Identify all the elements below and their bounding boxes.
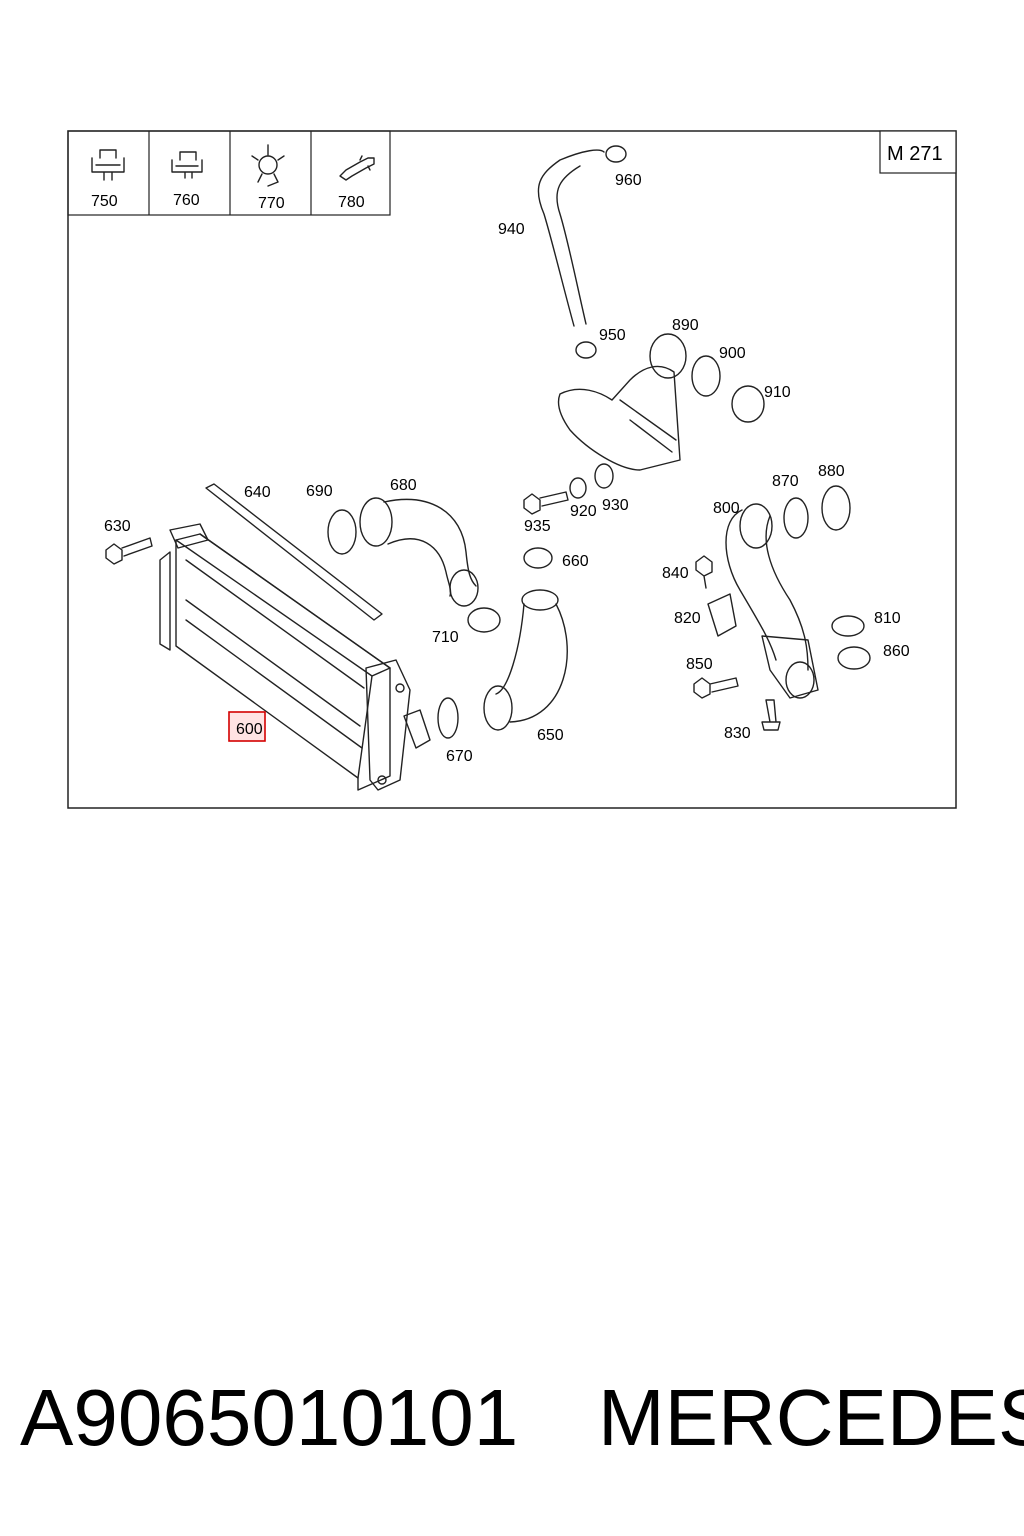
hose-clamp-880 xyxy=(821,485,851,531)
callout-950[interactable]: 950 xyxy=(599,327,626,344)
bolt-840 xyxy=(695,555,713,589)
callout-820[interactable]: 820 xyxy=(674,610,701,627)
callout-900[interactable]: 900 xyxy=(719,345,746,362)
charge-pipe-800 xyxy=(725,503,819,699)
clamp-bracket-icon xyxy=(91,149,125,181)
charge-hose-680 xyxy=(359,497,479,607)
callout-810[interactable]: 810 xyxy=(874,610,901,627)
callout-910[interactable]: 910 xyxy=(764,384,791,401)
callout-880[interactable]: 880 xyxy=(818,463,845,480)
bolt-630 xyxy=(105,537,153,565)
hose-clamp-900 xyxy=(691,355,721,397)
seal-strip-640 xyxy=(205,483,383,621)
callout-800[interactable]: 800 xyxy=(713,500,740,517)
charge-hose-650 xyxy=(483,589,568,731)
part-number: A9065010101 xyxy=(20,1373,519,1462)
model-label-box xyxy=(879,130,957,174)
legend-table: 750 760 770 780 xyxy=(67,130,391,216)
callout-640[interactable]: 640 xyxy=(244,484,271,501)
hose-clamp-860 xyxy=(837,646,871,670)
highlighted-part-600-box[interactable] xyxy=(228,711,266,742)
callout-690[interactable]: 690 xyxy=(306,483,333,500)
seal-910 xyxy=(731,385,765,423)
bolt-935 xyxy=(523,491,569,515)
callout-660[interactable]: 660 xyxy=(562,553,589,570)
seal-930 xyxy=(594,463,614,489)
sleeve-920 xyxy=(569,477,587,499)
callout-670[interactable]: 670 xyxy=(446,748,473,765)
connector-pin-icon xyxy=(339,155,375,181)
vent-hose-940 xyxy=(537,149,605,327)
hose-clamp-710 xyxy=(467,607,501,633)
clamp-960 xyxy=(605,145,627,163)
bolt-850 xyxy=(693,677,739,699)
seal-ring-660 xyxy=(523,547,553,569)
callout-labels: 960 940 950 890 900 910 640 690 680 630 … xyxy=(104,172,910,765)
callout-870[interactable]: 870 xyxy=(772,473,799,490)
callout-920[interactable]: 920 xyxy=(570,503,597,520)
hose-clamp-810 xyxy=(831,615,865,637)
seal-ring-870 xyxy=(783,497,809,539)
clip-bracket-icon xyxy=(171,151,203,179)
charge-pipe-890 xyxy=(557,333,687,471)
callout-860[interactable]: 860 xyxy=(883,643,910,660)
hose-clamp-690 xyxy=(327,509,357,555)
legend-label-770: 770 xyxy=(258,195,285,212)
callout-600[interactable]: 600 xyxy=(236,721,263,738)
legend-label-750: 750 xyxy=(91,193,118,210)
callout-650[interactable]: 650 xyxy=(537,727,564,744)
callout-630[interactable]: 630 xyxy=(104,518,131,535)
bracket-820 xyxy=(707,593,737,637)
callout-680[interactable]: 680 xyxy=(390,477,417,494)
legend-label-760: 760 xyxy=(173,192,200,209)
clip-950 xyxy=(575,341,597,359)
cable-tie-holder-icon xyxy=(251,144,285,187)
intercooler-600 xyxy=(159,523,431,791)
bolt-830 xyxy=(761,699,781,731)
callout-960[interactable]: 960 xyxy=(615,172,642,189)
callout-840[interactable]: 840 xyxy=(662,565,689,582)
callout-830[interactable]: 830 xyxy=(724,725,751,742)
model-label: M 271 xyxy=(887,143,943,165)
callout-890[interactable]: 890 xyxy=(672,317,699,334)
callout-935[interactable]: 935 xyxy=(524,518,551,535)
hose-clamp-670 xyxy=(437,697,459,739)
callout-710[interactable]: 710 xyxy=(432,629,459,646)
callout-940[interactable]: 940 xyxy=(498,221,525,238)
legend-label-780: 780 xyxy=(338,194,365,211)
callout-850[interactable]: 850 xyxy=(686,656,713,673)
brand-name: MERCEDES xyxy=(598,1373,1024,1462)
callout-930[interactable]: 930 xyxy=(602,497,629,514)
